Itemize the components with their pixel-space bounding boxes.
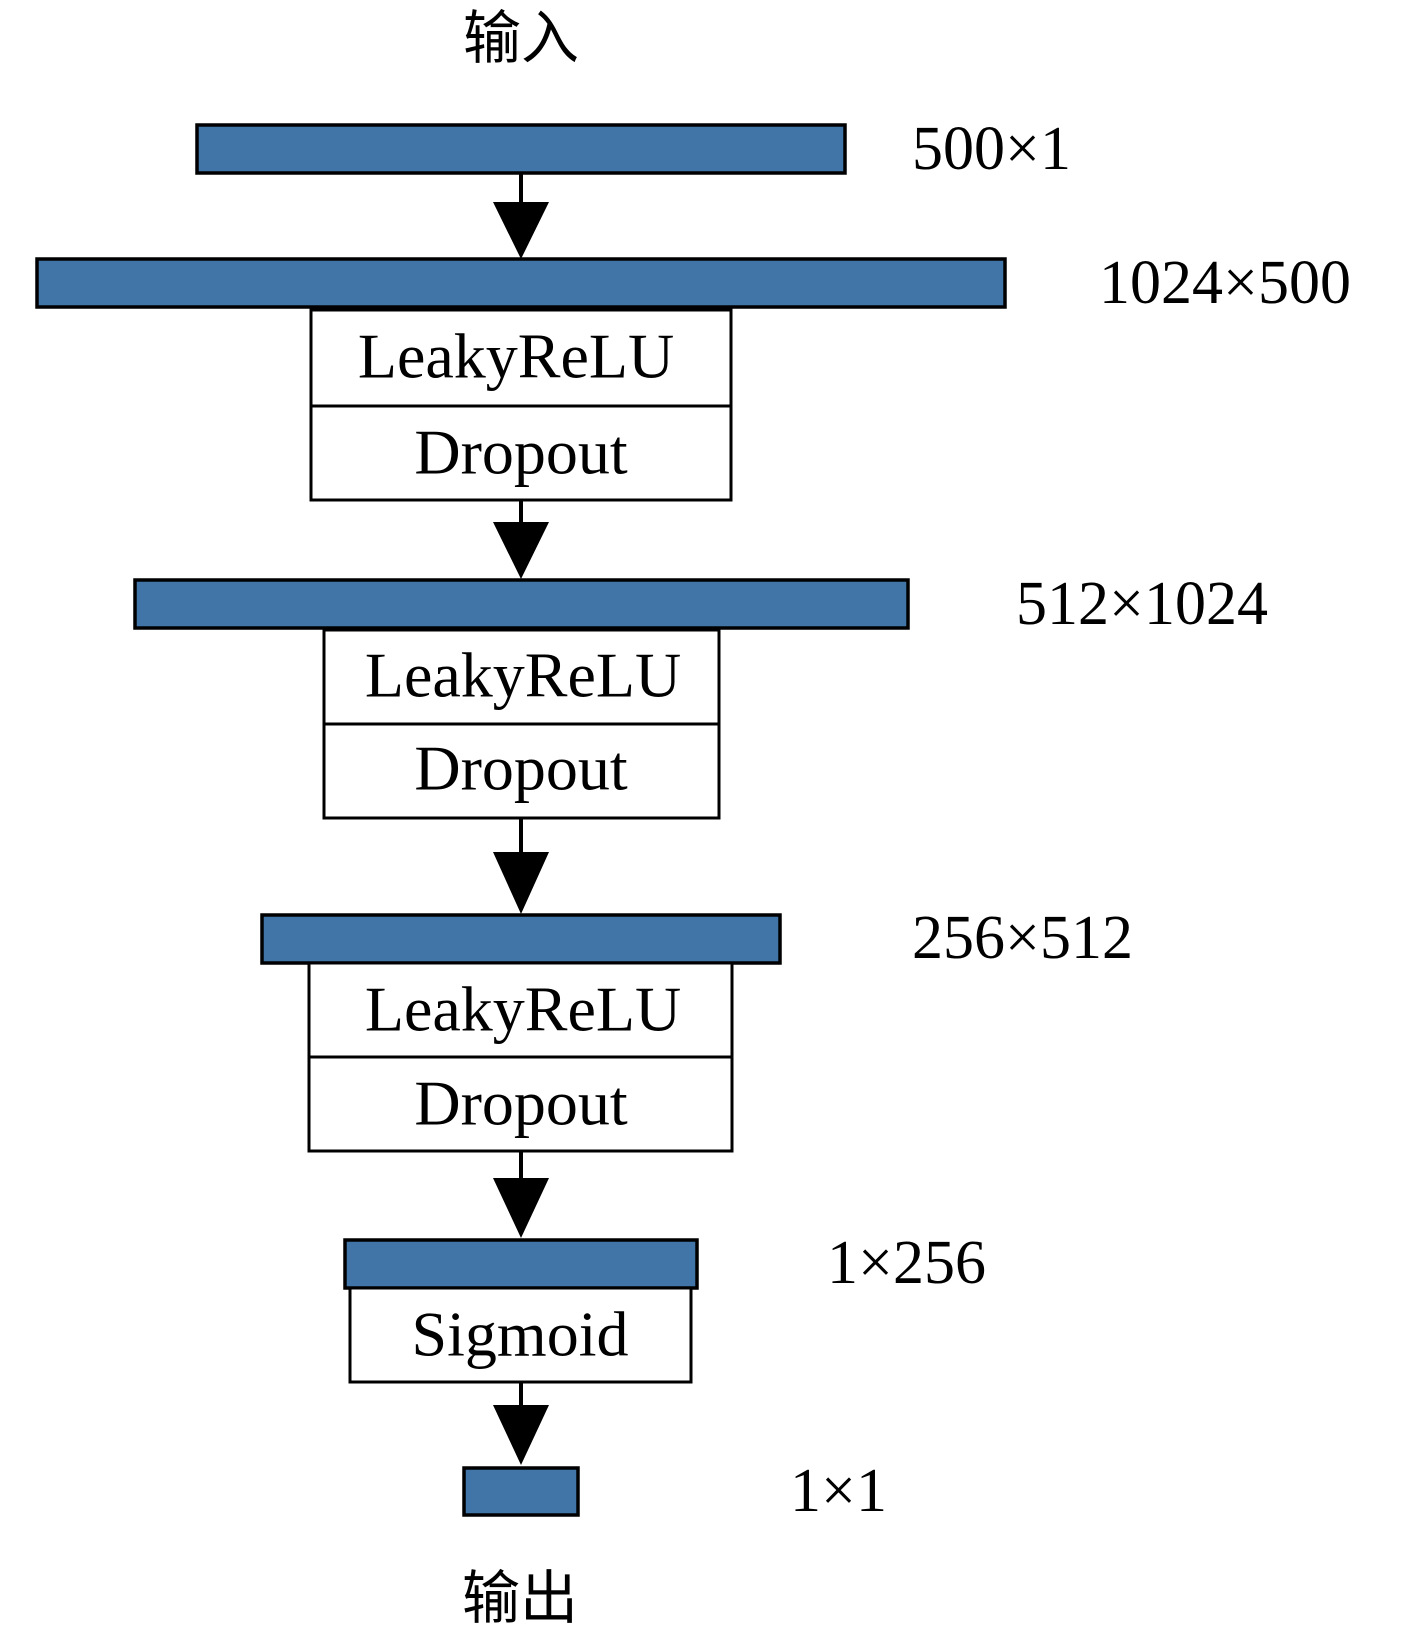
layer-dims-0: 500×1: [912, 115, 1071, 183]
layer-bar-1: [35, 257, 1007, 309]
op-label-3-0: LeakyReLU: [365, 974, 681, 1045]
op-label-4-0: Sigmoid: [412, 1299, 629, 1370]
layer-bar-5: [462, 1466, 580, 1517]
layer-dims-4: 1×256: [827, 1229, 986, 1297]
layer-dims-3: 256×512: [912, 904, 1133, 972]
layer-dims-2: 512×1024: [1016, 570, 1268, 638]
op-label-2-1: Dropout: [414, 733, 628, 804]
op-label-1-0: LeakyReLU: [358, 321, 674, 392]
input-label: 输入: [463, 4, 579, 72]
arrow-head-1: [493, 202, 549, 259]
arrow-head-4: [493, 1178, 549, 1238]
layer-bar-4: [343, 1238, 699, 1290]
arrow-head-5: [493, 1405, 549, 1465]
layer-bar-2: [133, 578, 910, 630]
op-label-3-1: Dropout: [414, 1068, 628, 1139]
op-box-1-1: [309, 404, 733, 502]
layer-bar-0: [195, 123, 847, 175]
layer-dims-1: 1024×500: [1099, 249, 1351, 317]
op-label-1-1: Dropout: [414, 417, 628, 488]
arrow-head-2: [493, 522, 549, 579]
layer-dims-5: 1×1: [790, 1457, 887, 1525]
arrow-head-3: [493, 852, 549, 914]
op-box-4-0: [348, 1286, 693, 1384]
op-label-2-0: LeakyReLU: [365, 640, 681, 711]
layer-bar-3: [260, 913, 782, 965]
op-box-2-1: [322, 722, 721, 820]
op-box-2-0: [322, 628, 721, 726]
output-label: 输出: [462, 1564, 578, 1630]
